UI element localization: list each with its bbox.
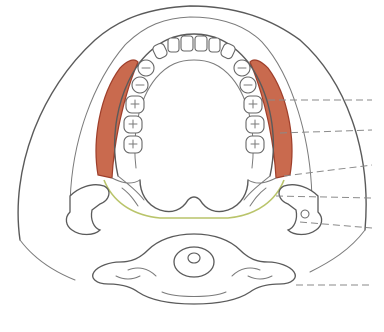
head-outline-right-edge [310,230,365,272]
tooth [181,36,193,51]
teeth [124,36,264,153]
leader-line-2 [280,130,372,133]
tooth [168,38,179,52]
left-ramus [66,185,109,235]
tongue-outline [140,180,248,212]
cervical-vertebra [93,234,295,304]
tooth-cusp-marks [129,68,259,148]
right-ramus-foramen [301,210,309,218]
dental-arch-inner [135,60,253,168]
leader-line-3 [284,165,372,176]
head-outline-left-edge [20,240,75,280]
tooth [220,42,237,60]
right-ramus [279,185,322,235]
membrane-line [104,180,284,218]
tooth [195,36,207,51]
tooth [152,42,169,60]
tooth [209,38,220,52]
dens [188,253,200,263]
